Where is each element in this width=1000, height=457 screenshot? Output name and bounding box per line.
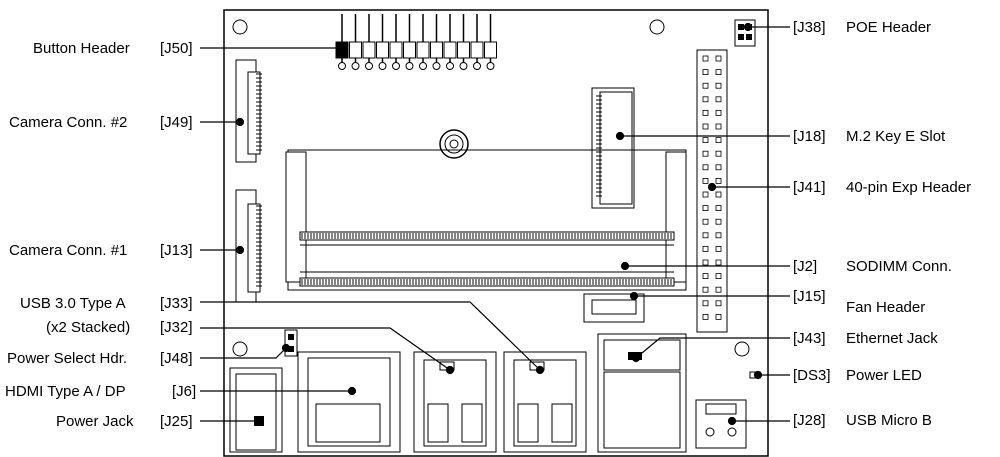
- ref-j25: [J25]: [160, 413, 193, 430]
- ref-j41: [J41]: [793, 179, 826, 196]
- standoff: [439, 129, 469, 159]
- ref-j13: [J13]: [160, 242, 193, 259]
- ref-j32: [J32]: [160, 319, 193, 336]
- ethernet-jack: [597, 333, 687, 453]
- label-camera-conn-2: Camera Conn. #2: [9, 114, 128, 131]
- label-button-header: Button Header: [33, 40, 130, 57]
- mount-hole-bl: [232, 341, 248, 357]
- ref-j50: [J50]: [160, 40, 193, 57]
- ref-j6: [J6]: [172, 383, 197, 400]
- power-jack: [229, 367, 283, 453]
- ref-j28: [J28]: [793, 412, 826, 429]
- label-poe-header: POE Header: [846, 19, 932, 36]
- ref-j49: [J49]: [160, 114, 193, 131]
- label-ethernet-jack: Ethernet Jack: [846, 330, 938, 347]
- sodimm-connector: [285, 149, 687, 291]
- expansion-header-40pin: [696, 49, 728, 333]
- poe-header: [734, 19, 756, 47]
- label-sodimm-conn: SODIMM Conn.: [846, 258, 952, 275]
- usb-stack-1: [413, 351, 497, 453]
- usb-stack-2: [503, 351, 587, 453]
- label-power-jack: Power Jack: [56, 413, 134, 430]
- mount-hole-br: [734, 341, 750, 357]
- ref-j18: [J18]: [793, 128, 826, 145]
- ref-j2: [J2]: [793, 258, 818, 275]
- hdmi-connector: [297, 351, 401, 453]
- label-x2-stacked: (x2 Stacked): [46, 319, 131, 336]
- label-m2-key-e-slot: M.2 Key E Slot: [846, 128, 946, 145]
- label-usb30-type-a: USB 3.0 Type A: [20, 295, 126, 312]
- ref-ds3: [DS3]: [793, 367, 831, 384]
- label-power-led: Power LED: [846, 367, 922, 384]
- ref-j43: [J43]: [793, 330, 826, 347]
- fan-header: [583, 293, 645, 323]
- label-power-select-hdr: Power Select Hdr.: [7, 350, 128, 367]
- button-header: [335, 14, 497, 70]
- power-select-header: [284, 329, 298, 357]
- label-fan-header: Fan Header: [846, 299, 926, 316]
- ref-j48: [J48]: [160, 350, 193, 367]
- label-camera-conn-1: Camera Conn. #1: [9, 242, 128, 259]
- label-40pin-exp-header: 40-pin Exp Header: [846, 179, 972, 196]
- label-hdmi-type-a-dp: HDMI Type A / DP: [5, 383, 126, 400]
- mount-hole-tl: [232, 19, 248, 35]
- label-usb-micro-b: USB Micro B: [846, 412, 932, 429]
- mount-hole-tr: [649, 19, 665, 35]
- camera-connector-2: [235, 59, 261, 163]
- ref-j33: [J33]: [160, 295, 193, 312]
- ref-j15: [J15]: [793, 288, 826, 305]
- usb-micro-b: [695, 399, 747, 449]
- ref-j38: [J38]: [793, 19, 826, 36]
